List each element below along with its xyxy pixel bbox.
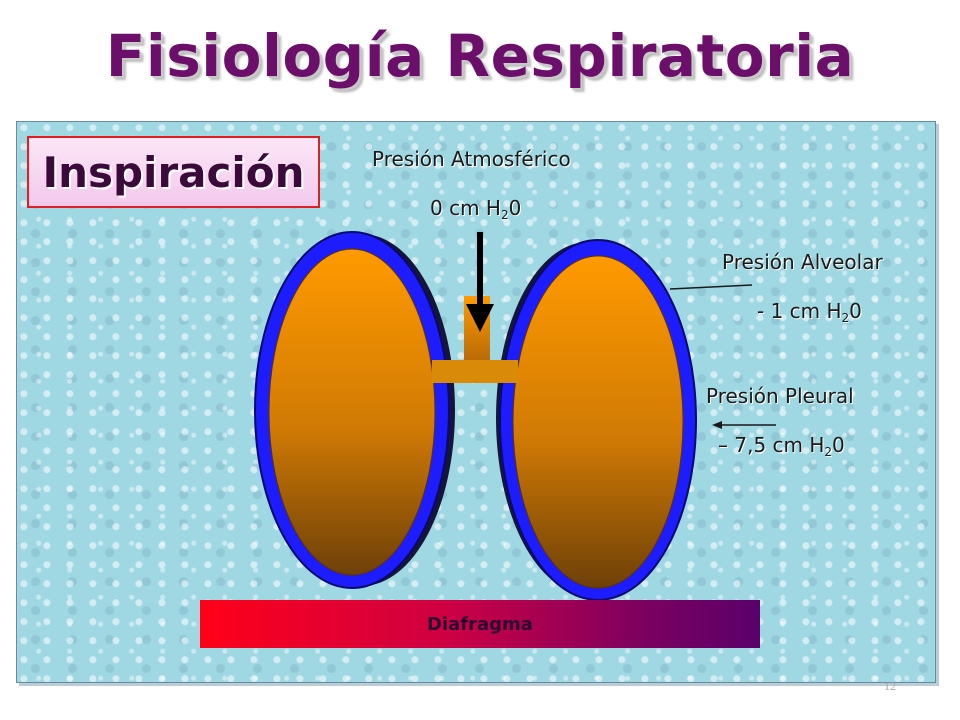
pleural-pressure-value: – 7,5 cm H20	[718, 433, 845, 459]
airflow-arrow-head	[466, 304, 494, 332]
phase-label-box	[27, 136, 320, 208]
atmospheric-pressure-label: Presión Atmosférico	[372, 147, 571, 171]
phase-label: Inspiración	[42, 147, 305, 197]
slide-title: Fisiología Respiratoria	[105, 22, 855, 90]
alveolar-pointer	[669, 284, 753, 290]
right-lung	[512, 255, 684, 589]
diaphragm-bar: Diafragma	[200, 600, 760, 648]
diaphragm-label: Diafragma	[427, 613, 533, 635]
alveolar-pressure-label: Presión Alveolar	[722, 250, 883, 274]
atmospheric-pressure-value: 0 cm H20	[430, 196, 522, 222]
pleural-pointer-head	[712, 421, 722, 429]
diagram-panel	[16, 121, 936, 683]
bronchi	[432, 360, 518, 383]
left-lung	[268, 248, 436, 576]
page-number: 12	[884, 679, 896, 693]
alveolar-pressure-value: - 1 cm H20	[757, 299, 862, 325]
pleural-pressure-label: Presión Pleural	[706, 384, 854, 408]
